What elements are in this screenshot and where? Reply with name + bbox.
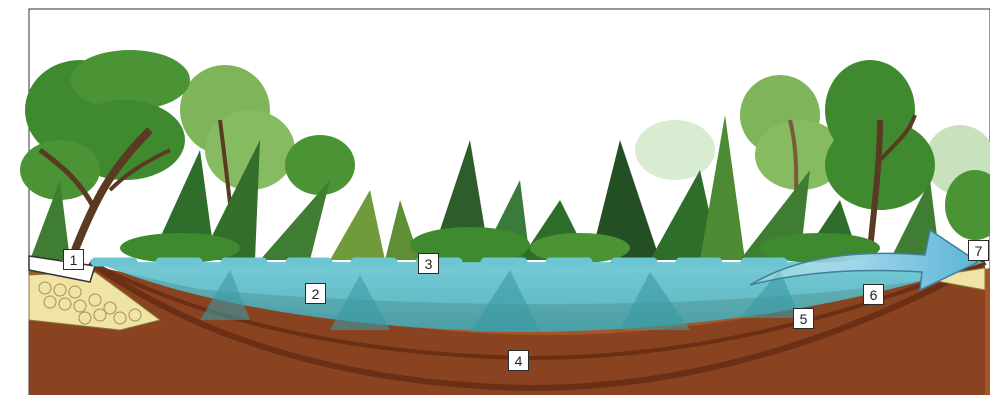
- label-1: 1: [63, 249, 84, 270]
- label-4: 4: [508, 350, 529, 371]
- label-6: 6: [863, 284, 884, 305]
- label-3: 3: [418, 253, 439, 274]
- label-2: 2: [305, 283, 326, 304]
- label-7: 7: [968, 240, 989, 261]
- label-5: 5: [793, 308, 814, 329]
